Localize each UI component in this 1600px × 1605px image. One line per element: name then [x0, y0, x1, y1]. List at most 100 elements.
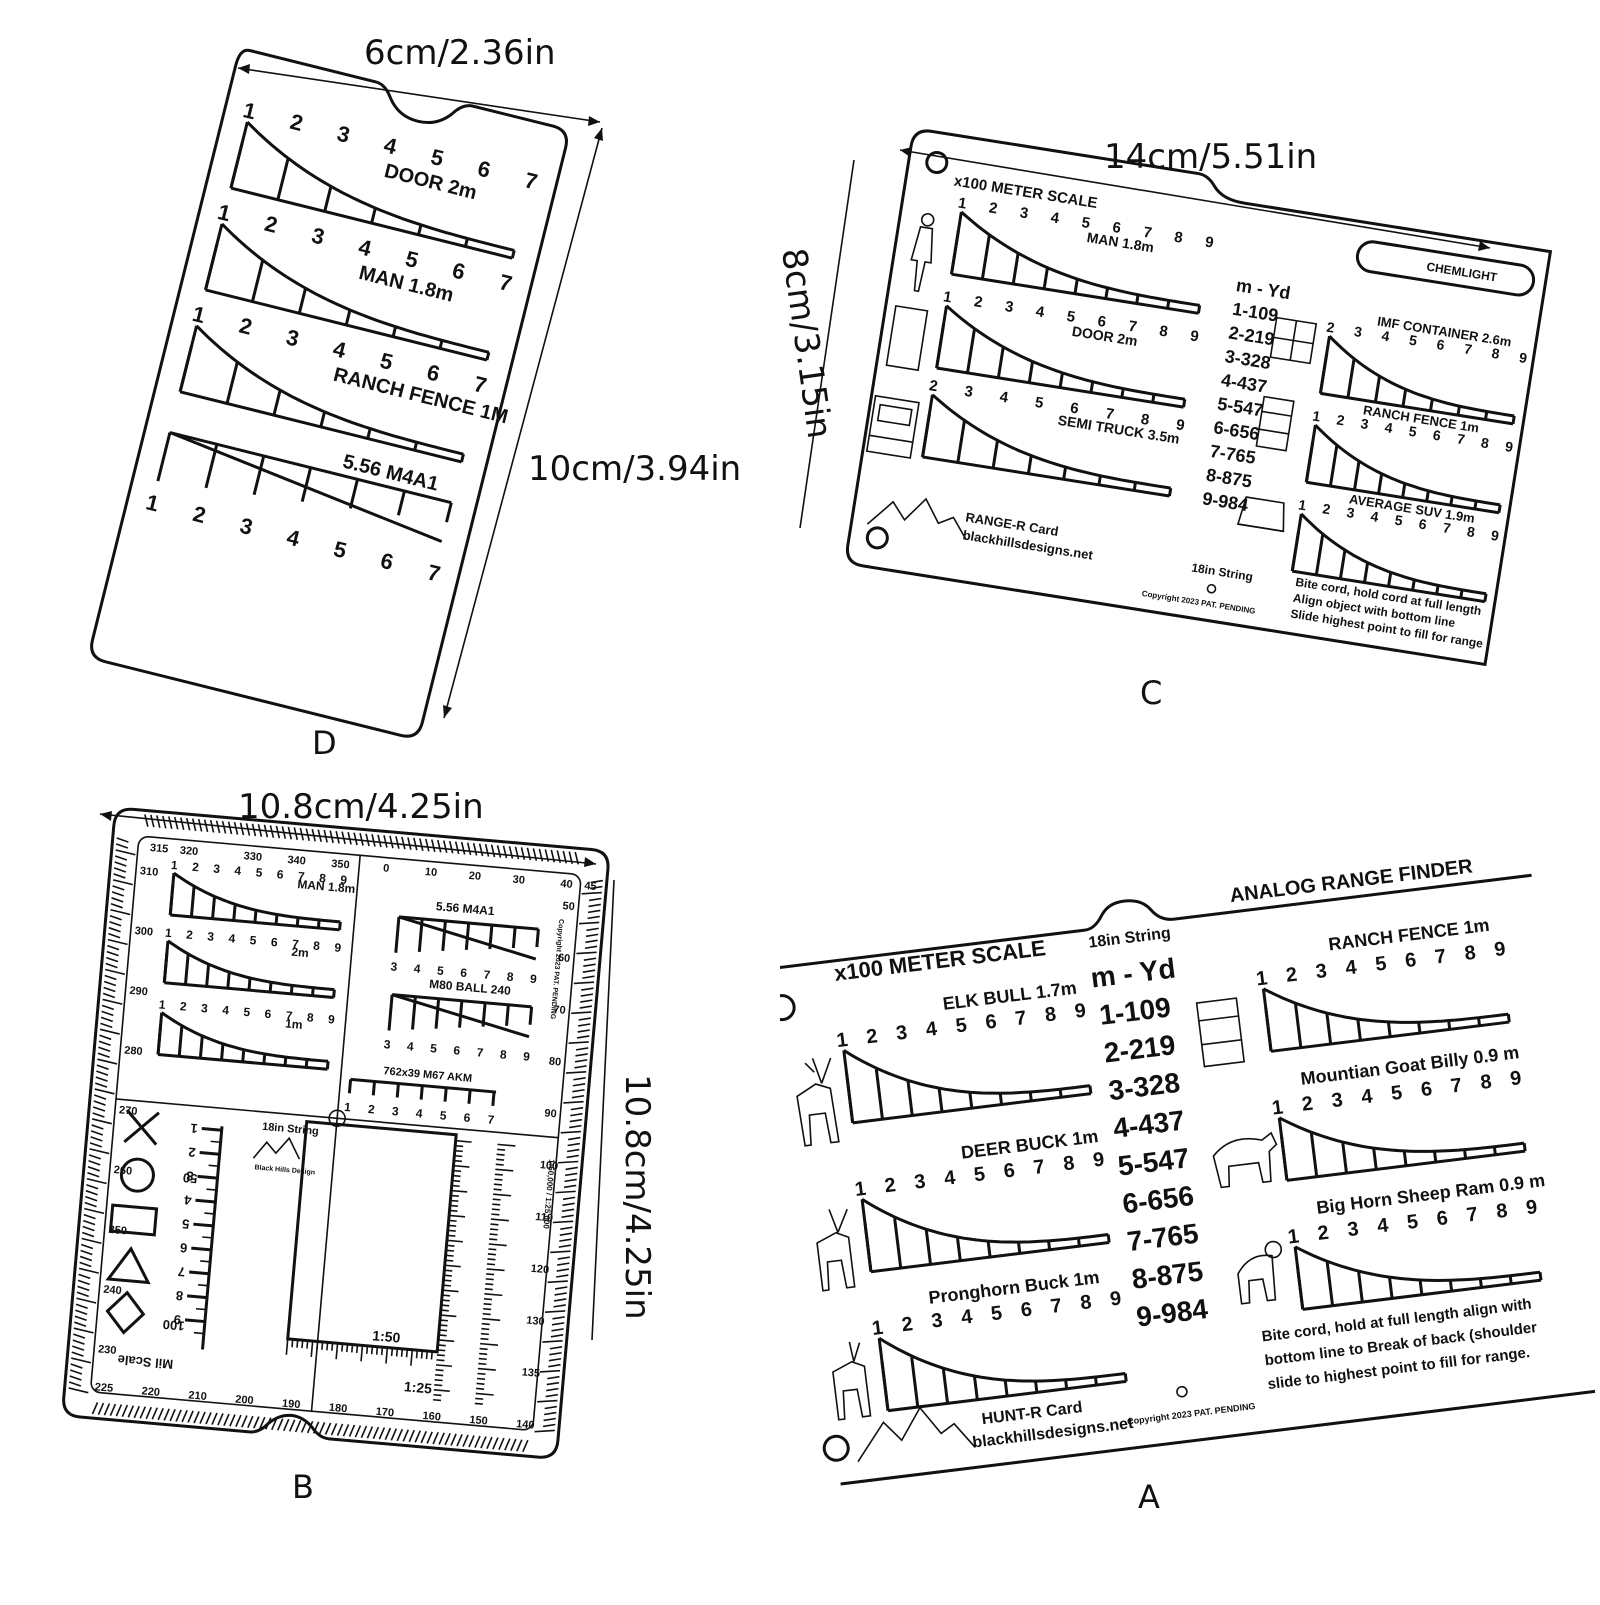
ruler-tick	[487, 1258, 496, 1261]
bezel-tick	[572, 1088, 585, 1093]
card-c-conversion-row: 6-656	[1212, 417, 1261, 444]
scale-tick	[247, 977, 252, 991]
bezel-tick	[419, 838, 424, 851]
bezel-tick	[567, 1142, 580, 1147]
man-icon	[910, 213, 935, 293]
ruler-tick	[433, 1388, 450, 1392]
ruler-tick	[444, 1264, 461, 1268]
card-a-conversion-row: 4-437	[1111, 1105, 1186, 1144]
mil-number: 7	[177, 1264, 186, 1280]
bearing-right: 70	[553, 1004, 566, 1017]
bearing-bottom: 140	[516, 1418, 535, 1432]
scale-number: 8	[1463, 942, 1477, 965]
bezel-tick	[560, 1226, 573, 1230]
ruler-tick	[477, 1372, 486, 1376]
ruler-tick	[443, 1274, 452, 1277]
bearing-top: 320	[179, 845, 198, 859]
scale-curve	[960, 210, 1200, 307]
bezel-tick	[490, 844, 496, 858]
ruler-tick	[480, 1337, 489, 1341]
scale-number: 4	[1344, 956, 1359, 979]
scale-number: 2	[1335, 411, 1345, 428]
bezel-tick	[111, 891, 124, 897]
scale-number: 2	[1301, 1093, 1315, 1116]
weapon-tick	[481, 1002, 487, 1027]
bearing-top: 40	[560, 878, 573, 891]
bezel-tick	[559, 1238, 572, 1242]
bezel-tick	[114, 861, 127, 867]
bezel-tick	[323, 829, 328, 843]
bezel-tick	[585, 939, 598, 944]
ruler-tick	[410, 1349, 414, 1366]
bezel-tick	[81, 1231, 95, 1238]
bezel-tick	[97, 1052, 110, 1059]
weapon-number: 3	[390, 959, 398, 974]
bezel-tick	[342, 1424, 350, 1437]
scale-tick	[941, 1368, 950, 1404]
ruler-tick	[481, 1322, 490, 1326]
ruler-tick	[285, 1338, 289, 1355]
card-a-conversion-row: 1-109	[1098, 991, 1173, 1030]
scale-tick	[1377, 473, 1384, 494]
card-c-string-label: 18in String	[1191, 560, 1254, 584]
scale-tick	[1387, 572, 1393, 587]
bearing-right: 120	[530, 1263, 549, 1277]
ruler-tick	[494, 1178, 503, 1181]
bezel-tick	[341, 831, 346, 845]
scale-tick	[370, 207, 377, 224]
scale-number: 6	[264, 1007, 272, 1022]
ruler-tick	[437, 1349, 446, 1352]
bezel-tick	[550, 1250, 571, 1254]
scale-tick	[1280, 1136, 1289, 1181]
bezel-tick	[402, 1429, 410, 1442]
bezel-tick	[562, 1196, 576, 1201]
scale-number: 5	[249, 933, 257, 948]
bezel-tick	[556, 850, 562, 863]
mil-number: 6	[179, 1240, 188, 1256]
scale-number: 3	[213, 862, 221, 877]
scale-number: 3	[201, 1001, 209, 1016]
card-c-conversion-row: 3-328	[1224, 346, 1273, 373]
card-d-outline	[90, 48, 568, 738]
pronghorn-icon	[832, 1341, 872, 1421]
bezel-tick	[498, 1437, 505, 1450]
bezel-tick	[78, 1267, 99, 1274]
bezel-tick	[567, 1148, 580, 1153]
bezel-tick	[103, 980, 117, 987]
scale-number: 8	[1479, 1071, 1493, 1094]
bezel-tick	[552, 1316, 565, 1320]
scale-tick	[253, 910, 258, 923]
bezel-tick	[378, 1427, 386, 1440]
scale-tick	[1104, 287, 1110, 299]
scale-curve	[1278, 1116, 1525, 1153]
bezel-tick	[95, 1082, 108, 1088]
bezel-tick	[504, 1438, 511, 1451]
bezel-tick	[69, 1369, 83, 1375]
container-icon	[1269, 316, 1318, 365]
fence-icon	[1255, 395, 1295, 452]
elk-icon	[796, 1057, 840, 1147]
bezel-tick	[554, 1292, 567, 1296]
ruler-tick	[445, 1249, 455, 1252]
scale-tick	[272, 389, 282, 416]
scale-tick	[1089, 381, 1095, 393]
ruler-tick	[487, 1253, 496, 1256]
scale-tick	[1062, 466, 1068, 480]
bezel-tick	[510, 1438, 517, 1452]
bezel-tick	[86, 1177, 107, 1185]
ruler-tick	[380, 1347, 384, 1356]
bezel-tick	[77, 1279, 90, 1286]
scale-tick	[225, 361, 239, 404]
card-a-conversion-row: 5-547	[1116, 1142, 1191, 1181]
scale-number: 2	[237, 313, 255, 340]
scale-tick	[1346, 358, 1356, 398]
ruler-tick	[447, 1229, 456, 1232]
scale-tick	[893, 1218, 903, 1269]
bezel-tick	[508, 846, 514, 859]
bezel-tick	[85, 1195, 98, 1202]
ruler-tick	[291, 1339, 294, 1348]
card-a-svg: ANALOG RANGE FINDER x100 METER SCALE 18i…	[768, 855, 1596, 1516]
